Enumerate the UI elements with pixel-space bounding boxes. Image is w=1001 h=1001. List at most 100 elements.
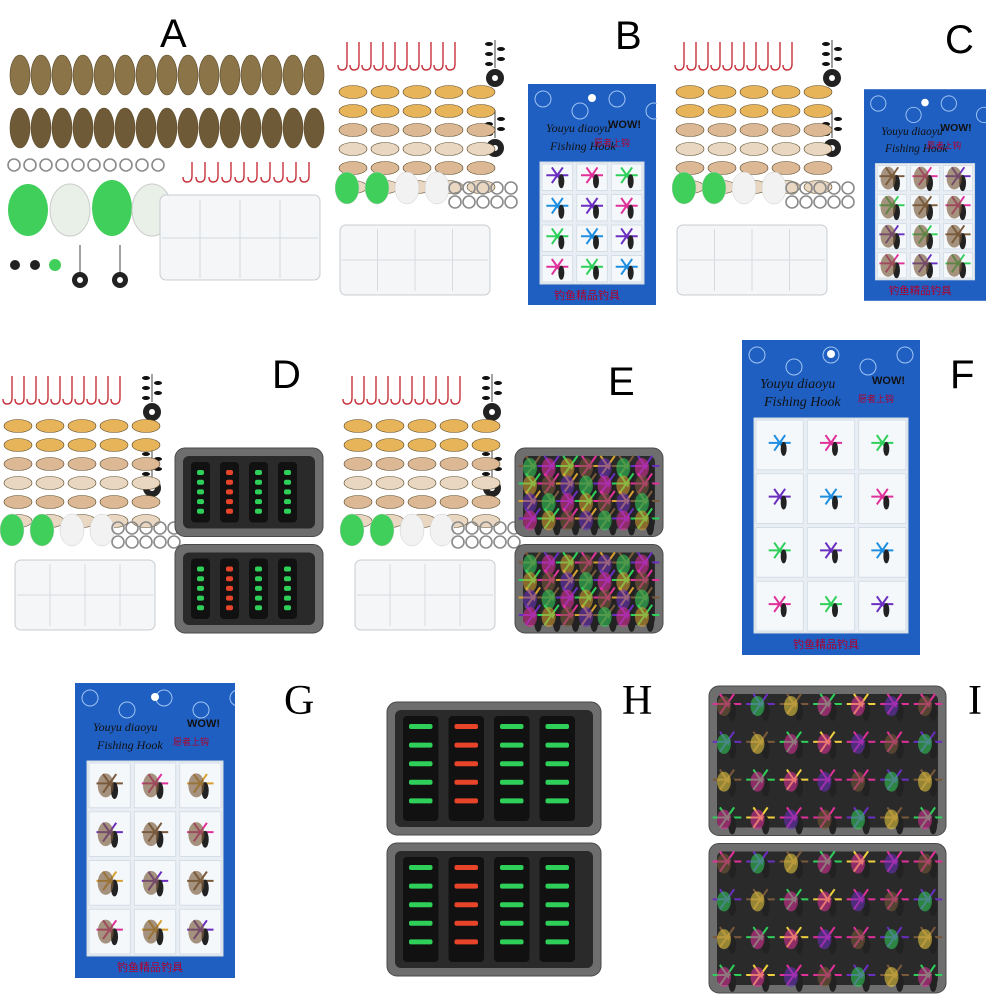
spinner-blade	[375, 476, 405, 490]
hook	[722, 42, 733, 71]
nymph-fly	[409, 883, 433, 889]
spinner-blade	[93, 54, 115, 96]
split-ring	[87, 158, 101, 172]
spinner-blade	[131, 419, 161, 433]
hook	[373, 42, 384, 71]
white-float	[59, 513, 85, 547]
spinner-blade	[198, 54, 220, 96]
green-float	[672, 171, 697, 205]
hook	[221, 162, 232, 183]
hook	[402, 376, 413, 405]
spinner-blade	[675, 104, 705, 118]
spinner-blade	[803, 85, 833, 99]
nymph-fly	[500, 920, 524, 926]
nymph-fly	[197, 470, 204, 475]
split-ring	[785, 195, 799, 209]
spinner-blade	[675, 142, 705, 156]
nymph-fly	[500, 779, 524, 785]
spinner-blade	[338, 123, 368, 137]
spinner-blade	[3, 419, 33, 433]
nymph-fly	[454, 920, 478, 926]
bobber-stop	[822, 62, 830, 66]
fly-slot	[610, 255, 643, 283]
split-ring	[462, 195, 476, 209]
split-ring	[125, 535, 139, 549]
nymph-fly	[545, 724, 569, 729]
card-brand-line1: Youyu diaoyu	[881, 126, 943, 138]
nymph-fly	[454, 761, 478, 767]
spinner-blade	[282, 54, 304, 96]
green-float	[29, 513, 55, 547]
spinner-blade	[370, 85, 400, 99]
nymph-fly	[284, 605, 291, 611]
hook	[273, 162, 284, 183]
spinner-blade	[177, 107, 199, 149]
spinner-blade	[707, 161, 737, 175]
fly-box	[514, 447, 664, 634]
bobber-stop	[485, 62, 493, 66]
bobber-stop	[497, 117, 505, 121]
fly	[820, 595, 842, 618]
spinner-blade	[219, 107, 241, 149]
bobber-stop	[154, 381, 162, 385]
spinner-blade	[99, 495, 129, 509]
nymph-fly	[409, 742, 433, 748]
fly	[615, 227, 638, 250]
spinner-blade	[407, 495, 437, 509]
split-ring	[23, 158, 37, 172]
nymph-fly	[255, 479, 262, 485]
spinner-blade	[338, 142, 368, 156]
bobber-stop	[485, 42, 493, 46]
card-chinese-bottom: 钓鱼精品钓具	[117, 960, 183, 974]
bobber-stop	[142, 396, 150, 400]
fly-slot	[133, 811, 177, 857]
hook	[110, 376, 121, 405]
spinner-blade	[402, 123, 432, 137]
split-ring	[451, 521, 465, 535]
spinner-blade	[707, 104, 737, 118]
bobber-stop	[834, 57, 842, 61]
spinner-blade	[219, 54, 241, 96]
clear-tackle-box	[354, 559, 496, 631]
spinner-blade	[707, 85, 737, 99]
split-ring	[785, 181, 799, 195]
spinner-blade	[771, 104, 801, 118]
white-float	[49, 183, 91, 237]
nymph-fly	[226, 499, 233, 505]
fly-slot	[806, 527, 856, 578]
spinner-blade	[439, 419, 469, 433]
spinner-blade	[407, 438, 437, 452]
spinner-blade	[3, 457, 33, 471]
hook	[674, 42, 685, 71]
spinner-blade	[303, 54, 325, 96]
fly	[820, 434, 842, 456]
hook	[74, 376, 85, 405]
split-ring	[153, 521, 167, 535]
card-wow-text: WOW!	[608, 119, 641, 131]
spinner-blade	[135, 107, 157, 149]
nymph-fly	[226, 605, 233, 611]
hook	[342, 376, 353, 405]
hook	[378, 376, 389, 405]
nymph-fly	[284, 576, 291, 582]
fly	[768, 542, 791, 564]
nymph-fly	[255, 576, 262, 582]
split-ring	[167, 535, 181, 549]
spinner-blade	[803, 142, 833, 156]
green-float	[701, 171, 727, 205]
spinner-blade	[402, 85, 432, 99]
spinner-blade	[114, 107, 136, 149]
nymph-fly	[255, 595, 262, 601]
spinner-blade	[343, 419, 373, 433]
hook	[686, 42, 697, 71]
spinner-blade	[407, 457, 437, 471]
bobber-stops	[72, 245, 128, 288]
spinner-blade	[707, 123, 737, 137]
hook	[299, 162, 310, 183]
panel-label-h: H	[622, 678, 653, 724]
bobber-stop	[142, 376, 150, 380]
spinner-blade	[439, 495, 469, 509]
nymph-fly	[255, 499, 262, 505]
hook	[445, 42, 456, 71]
spinner-blade	[51, 107, 73, 149]
